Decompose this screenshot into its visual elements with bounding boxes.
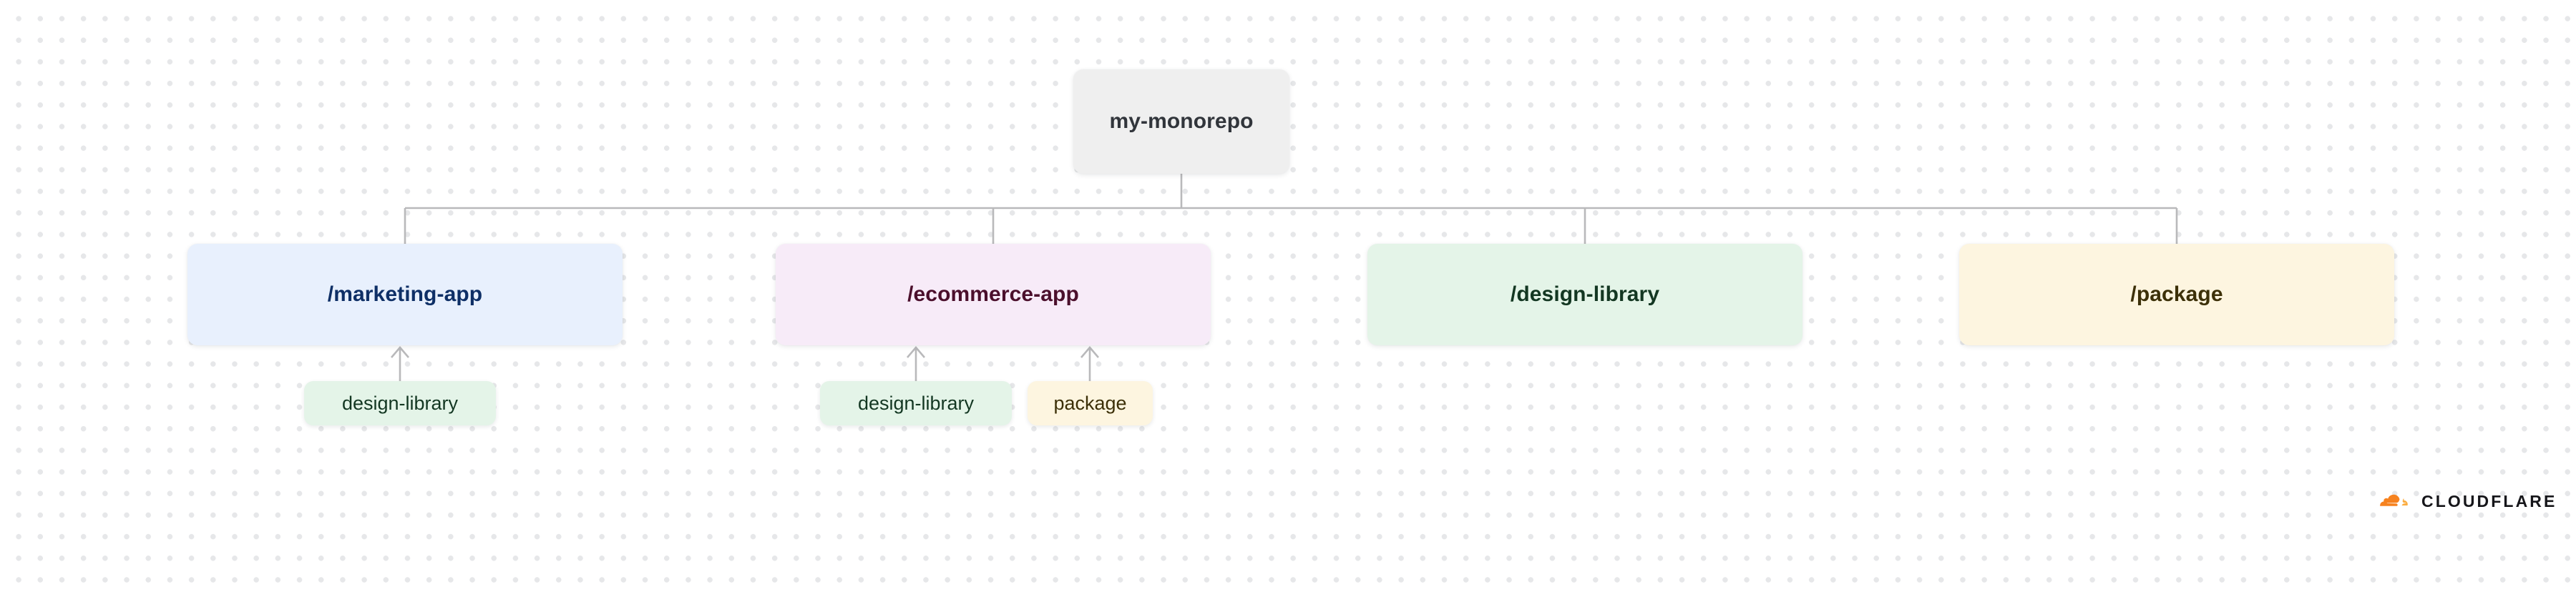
node-label: /package	[2130, 282, 2223, 306]
node-label: /marketing-app	[327, 282, 483, 306]
cloud-secondary-shape	[2401, 498, 2408, 505]
chip-label: package	[1053, 392, 1127, 414]
node-my-monorepo[interactable]: my-monorepo	[1073, 69, 1289, 174]
node-package[interactable]: /package	[1959, 244, 2394, 345]
chip-label: design-library	[857, 392, 975, 414]
node-label: /design-library	[1510, 282, 1660, 306]
chip-label: design-library	[341, 392, 459, 414]
node-marketing-app[interactable]: /marketing-app	[187, 244, 623, 345]
node-ecommerce-app[interactable]: /ecommerce-app	[776, 244, 1211, 345]
cloudflare-wordmark: CLOUDFLARE	[2421, 491, 2557, 510]
cloudflare-logo: CLOUDFLARE	[2363, 489, 2557, 513]
dependency-chip-design-library-marketing[interactable]: design-library	[304, 381, 496, 425]
cloud-primary-shape	[2380, 494, 2400, 506]
arrowhead-ecommerce-design	[907, 346, 925, 358]
dependency-chip-design-library-ecommerce[interactable]: design-library	[820, 381, 1012, 425]
node-label: my-monorepo	[1109, 109, 1254, 133]
dependency-chip-package-ecommerce[interactable]: package	[1028, 381, 1153, 425]
node-design-library[interactable]: /design-library	[1367, 244, 1802, 345]
node-label: /ecommerce-app	[907, 282, 1079, 306]
arrowhead-ecommerce-package	[1080, 346, 1099, 358]
cloudflare-cloud-icon	[2380, 494, 2408, 506]
arrowhead-marketing-design	[391, 346, 409, 358]
